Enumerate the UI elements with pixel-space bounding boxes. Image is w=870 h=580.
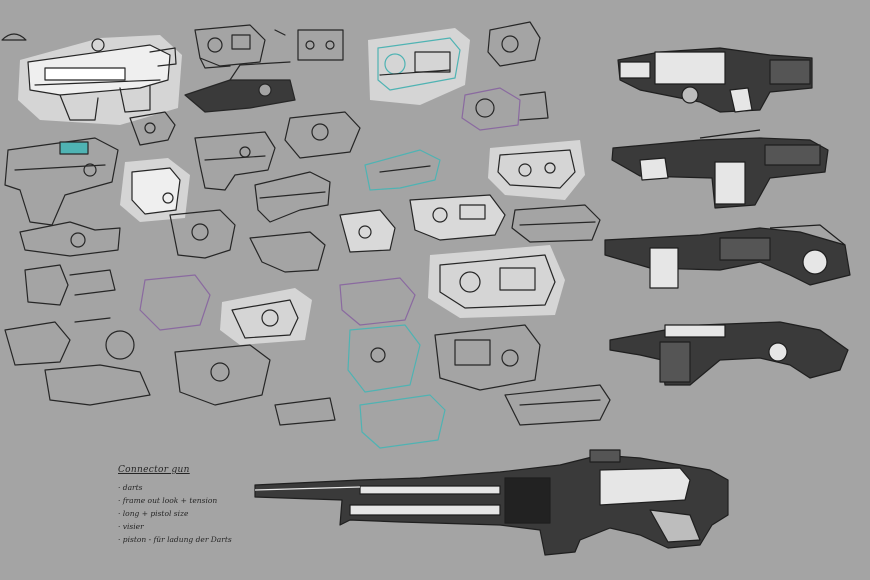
rendered-blaster-1 — [617, 47, 813, 113]
rendered-rifle-4 — [609, 321, 849, 386]
sketch-chamber-highlight — [120, 158, 190, 222]
sketch-rifle-row3-1 — [254, 171, 331, 223]
rendered-blaster-3 — [604, 224, 851, 289]
sketch-part-row5-1 — [24, 264, 116, 306]
notes-title: Connector gun — [118, 465, 190, 475]
sketch-rifle-top-3 — [184, 61, 296, 113]
sketch-gun-row6-3 — [174, 344, 271, 406]
sketch-pistol-row2-3 — [194, 131, 276, 191]
sketch-part-row5-2 — [139, 274, 211, 331]
sketch-blaster-left-cyan — [4, 137, 119, 226]
sketch-pistol-row4-3 — [249, 231, 326, 273]
rendered-guns — [254, 47, 851, 556]
sketch-gun-row3-2 — [364, 149, 441, 191]
note-item: visier — [118, 520, 288, 533]
sketch-blaster-row3-highlight — [488, 140, 585, 200]
sketch-blaster-row6-5 — [434, 324, 541, 391]
sketch-gun-row5-highlight — [220, 288, 312, 345]
sketch-gun-row6-4-cyan — [347, 324, 421, 393]
sketch-part-row7-2 — [274, 397, 336, 426]
note-item: frame out look + tension — [118, 494, 288, 507]
sketch-part-row2-4 — [284, 111, 361, 159]
sketch-part-top-2 — [274, 29, 344, 61]
rendered-sniper-bottom — [254, 449, 729, 556]
sketch-gun-row4-4 — [339, 209, 396, 253]
sketch-part-row6-1 — [4, 321, 71, 366]
sketch-part-row4-1 — [19, 221, 121, 257]
sketch-part-top-4 — [487, 21, 541, 67]
sketch-fragment-corner — [1, 33, 27, 41]
note-item: darts — [118, 481, 288, 494]
note-item: piston - für ladung der Darts — [118, 533, 288, 546]
sketch-gun-row7-3-cyan — [359, 394, 446, 449]
sketch-pistol-top-1 — [194, 24, 266, 69]
sketch-part-row7-1 — [44, 364, 151, 406]
sketch-blaster-top-left — [18, 35, 182, 125]
sketch-pistol-row4-2 — [169, 209, 236, 259]
sketch-part-row6-2 — [74, 317, 135, 360]
thumbnail-sketches — [1, 21, 611, 449]
sketch-rifle-row6-6 — [504, 384, 611, 426]
handwritten-notes: Connector gun darts frame out look + ten… — [118, 465, 288, 546]
rendered-rifle-2 — [611, 129, 829, 209]
sketch-gun-row4-5 — [409, 194, 506, 241]
notes-list: darts frame out look + tension long + pi… — [118, 481, 288, 546]
sketch-blaster-row5-highlight — [428, 245, 565, 318]
sketch-cylinder-row2-1 — [461, 87, 549, 131]
sketch-gun-row5-3 — [339, 277, 416, 326]
note-item: long + pistol size — [118, 507, 288, 520]
sketch-blaster-top-cyan — [368, 28, 470, 105]
sketch-gun-row4-6 — [511, 204, 601, 243]
sketch-part-row2-2 — [129, 111, 176, 146]
